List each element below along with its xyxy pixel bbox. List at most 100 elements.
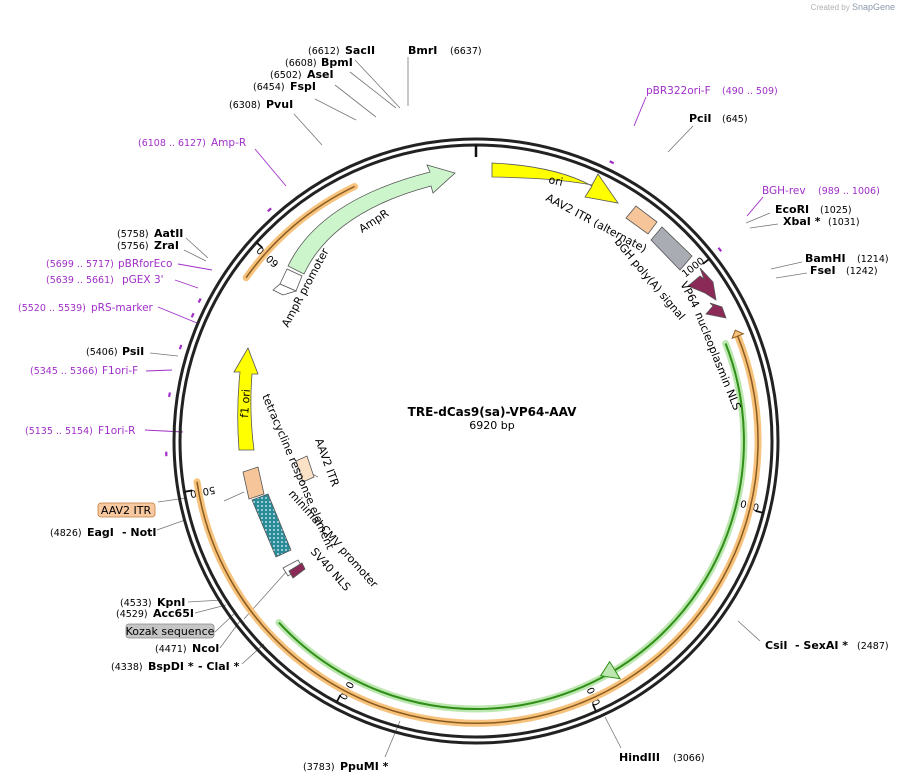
- svg-text:(5756): (5756): [117, 241, 149, 252]
- svg-text:BamHI: BamHI: [805, 252, 846, 265]
- tick-mark: [335, 694, 342, 703]
- svg-text:FspI: FspI: [290, 80, 316, 93]
- svg-text:(4471): (4471): [155, 644, 187, 655]
- svg-text:PciI: PciI: [689, 112, 711, 125]
- orf-arc-orange: [193, 329, 762, 727]
- svg-text:(1242): (1242): [846, 266, 878, 277]
- primer-mark: [168, 392, 171, 398]
- nucleoplasmin-nls-label: nucleoplasmin NLS: [692, 310, 743, 412]
- enzyme-bspdi[interactable]: (4338) BspDI * - ClaI *: [111, 660, 240, 673]
- enzyme-xbai[interactable]: XbaI * (1031): [783, 215, 860, 228]
- primer-mark: [190, 312, 195, 318]
- svg-text:(4826): (4826): [50, 528, 82, 539]
- primer-pbr322ori-f[interactable]: pBR322ori-F (490 .. 509): [646, 85, 778, 97]
- enzyme-ecori[interactable]: EcoRI (1025): [775, 203, 852, 216]
- svg-text:- NotI: - NotI: [122, 526, 157, 539]
- svg-text:(5758): (5758): [117, 229, 149, 240]
- svg-text:Acc65I: Acc65I: [153, 607, 194, 620]
- enzyme-zrai[interactable]: (5756) ZraI: [117, 239, 179, 252]
- enzyme-pcii[interactable]: PciI (645): [689, 112, 748, 125]
- svg-text:Amp-R: Amp-R: [211, 137, 246, 149]
- tick-mark: [755, 510, 764, 514]
- svg-text:BpmI: BpmI: [321, 56, 353, 69]
- snapgene-logo: SnapGene: [851, 2, 895, 12]
- svg-text:(5520 .. 5539): (5520 .. 5539): [18, 303, 86, 314]
- svg-text:pBR322ori-F: pBR322ori-F: [646, 85, 711, 97]
- svg-text:(5345 .. 5366): (5345 .. 5366): [30, 366, 98, 377]
- svg-text:(1025): (1025): [820, 205, 852, 216]
- primer-pgex3[interactable]: (5639 .. 5661) pGEX 3': [46, 274, 164, 286]
- enzyme-fsei[interactable]: FseI (1242): [810, 264, 878, 277]
- tick-mark: [591, 703, 597, 712]
- primer-f1ori-r[interactable]: (5135 .. 5154) F1ori-R: [25, 425, 135, 437]
- tick-mark: [702, 258, 710, 265]
- svg-text:(6308): (6308): [229, 100, 261, 111]
- svg-text:AseI: AseI: [307, 68, 334, 81]
- enzyme-pvui[interactable]: (6308) PvuI: [229, 98, 293, 111]
- primer-pbrforeco[interactable]: (5699 .. 5717) pBRforEco: [46, 258, 172, 270]
- svg-text:(6502): (6502): [270, 70, 302, 81]
- primer-amp-r[interactable]: (6108 .. 6127) Amp-R: [138, 137, 246, 149]
- svg-text:(5406): (5406): [86, 347, 118, 358]
- svg-text:BmrI: BmrI: [408, 44, 437, 57]
- enzyme-bamhi[interactable]: BamHI (1214): [805, 252, 889, 265]
- enzyme-bmri[interactable]: BmrI (6637): [408, 44, 482, 57]
- svg-text:(4338): (4338): [111, 662, 143, 673]
- ori-feature: ori: [491, 162, 619, 204]
- aav2-itr-tag[interactable]: AAV2 ITR: [97, 502, 156, 518]
- svg-text:PpuMI *: PpuMI *: [340, 760, 389, 773]
- aav2-itr-inner-label: AAV2 ITR: [312, 437, 342, 489]
- svg-text:BspDI *: BspDI *: [148, 660, 194, 673]
- svg-text:pGEX 3': pGEX 3': [122, 274, 164, 286]
- primer-leader-lines: [144, 96, 764, 433]
- svg-text:CsiI: CsiI: [765, 639, 787, 652]
- enzyme-asei[interactable]: (6502) AseI: [270, 68, 334, 81]
- svg-text:(1031): (1031): [828, 217, 860, 228]
- tick-mark: [184, 489, 193, 493]
- svg-text:(5135 .. 5154): (5135 .. 5154): [25, 426, 93, 437]
- svg-text:Kozak sequence: Kozak sequence: [126, 625, 215, 638]
- enzyme-csii[interactable]: CsiI - SexAI * (2487): [765, 639, 889, 652]
- svg-text:(989 .. 1006): (989 .. 1006): [818, 186, 880, 197]
- enzyme-sacii[interactable]: (6612) SacII: [308, 44, 375, 57]
- svg-text:EcoRI: EcoRI: [775, 203, 809, 216]
- svg-text:- ClaI *: - ClaI *: [198, 660, 240, 673]
- primer-f1ori-f[interactable]: (5345 .. 5366) F1ori-F: [30, 365, 138, 377]
- enzyme-acc65i[interactable]: (4529) Acc65I: [116, 607, 194, 620]
- svg-text:F1ori-R: F1ori-R: [98, 425, 135, 437]
- enzyme-ncoi[interactable]: (4471) NcoI: [155, 642, 219, 655]
- svg-text:pBRforEco: pBRforEco: [118, 258, 172, 270]
- svg-text:HindIII: HindIII: [619, 751, 660, 764]
- enzyme-ppumi[interactable]: (3783) PpuMI *: [303, 760, 389, 773]
- enzyme-bpmi[interactable]: (6608) BpmI: [285, 56, 353, 69]
- svg-text:(5639 .. 5661): (5639 .. 5661): [46, 275, 114, 286]
- svg-text:- SexAI *: - SexAI *: [795, 639, 848, 652]
- enzyme-psii[interactable]: (5406) PsiI: [86, 345, 144, 358]
- svg-text:pRS-marker: pRS-marker: [91, 302, 154, 314]
- aav2-itr-alternate-feature: AAV2 ITR (alternate): [544, 191, 658, 255]
- svg-text:NcoI: NcoI: [192, 642, 219, 655]
- svg-text:(645): (645): [722, 114, 748, 125]
- svg-text:(4529): (4529): [116, 609, 148, 620]
- enzyme-fspi[interactable]: (6454) FspI: [253, 80, 316, 93]
- svg-text:ZraI: ZraI: [154, 239, 179, 252]
- enzyme-hindiii[interactable]: HindIII (3066): [619, 751, 705, 764]
- primer-bgh-rev[interactable]: BGH-rev (989 .. 1006): [762, 185, 880, 197]
- primer-prs-marker[interactable]: (5520 .. 5539) pRS-marker: [18, 302, 154, 314]
- aav2-itr-feature: [242, 466, 265, 500]
- svg-text:F1ori-F: F1ori-F: [102, 365, 138, 377]
- svg-text:AatII: AatII: [154, 227, 183, 240]
- primer-mark: [178, 344, 183, 350]
- f1-ori-label: f1 ori: [238, 389, 253, 419]
- kozak-sequence-tag[interactable]: Kozak sequence: [125, 623, 215, 639]
- svg-text:(5699 .. 5717): (5699 .. 5717): [46, 259, 114, 270]
- ampr-orf-arc: [242, 183, 359, 282]
- svg-text:(1214): (1214): [857, 254, 889, 265]
- enzyme-kpni[interactable]: (4533) KpnI: [120, 596, 185, 609]
- enzyme-aatii[interactable]: (5758) AatII: [117, 227, 183, 240]
- svg-text:BGH-rev: BGH-rev: [762, 185, 806, 197]
- svg-text:(6108 .. 6127): (6108 .. 6127): [138, 138, 206, 149]
- primer-marks: [165, 160, 723, 457]
- enzyme-eagi[interactable]: (4826) EagI - NotI: [50, 526, 157, 539]
